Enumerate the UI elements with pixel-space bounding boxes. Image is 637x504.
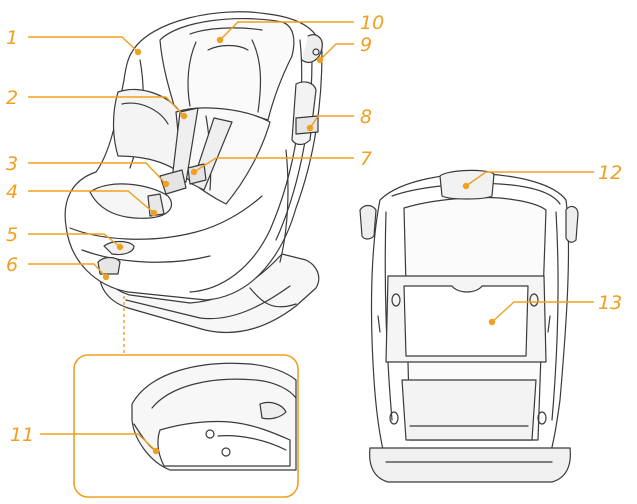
leader-2 (28, 96, 185, 117)
leader-11 (40, 433, 157, 452)
leader-1 (28, 36, 139, 53)
leader-dot-8 (306, 124, 314, 132)
callout-3: 3 (6, 153, 18, 175)
leader-dot-4 (150, 209, 158, 217)
callout-4: 4 (6, 181, 18, 203)
leader-4 (28, 190, 155, 214)
leader-3 (28, 162, 167, 185)
leader-12 (465, 171, 594, 187)
leader-dot-11 (152, 447, 160, 455)
callout-5: 5 (6, 224, 18, 246)
leader-dot-1 (134, 48, 142, 56)
leader-8 (309, 115, 354, 129)
callout-8: 8 (360, 106, 372, 128)
callout-1: 1 (6, 27, 18, 49)
callout-11: 11 (10, 424, 34, 446)
callout-10: 10 (360, 12, 384, 34)
leader-7 (193, 157, 354, 173)
leader-5 (28, 233, 121, 248)
callout-2: 2 (6, 87, 18, 109)
car-seat-back-view (359, 169, 579, 483)
leader-9 (319, 43, 354, 61)
leader-dot-3 (162, 180, 170, 188)
leader-10 (219, 21, 354, 41)
callout-9: 9 (360, 34, 372, 56)
seat-base (98, 253, 320, 334)
leader-dot-2 (180, 112, 188, 120)
callout-13: 13 (598, 292, 622, 314)
leader-6 (28, 263, 107, 278)
callout-12: 12 (598, 162, 622, 184)
callout-leaders (28, 21, 594, 455)
leader-dot-10 (216, 36, 224, 44)
leader-dot-6 (102, 273, 110, 281)
leader-dot-5 (116, 243, 124, 251)
car-seat-front-view (64, 11, 323, 334)
callout-6: 6 (6, 254, 18, 276)
leader-dot-13 (488, 318, 496, 326)
callout-numbers: 1 2 3 4 5 6 7 8 9 10 11 12 13 (6, 12, 622, 446)
leader-dot-12 (462, 182, 470, 190)
leader-13 (491, 301, 594, 323)
leader-dot-7 (190, 168, 198, 176)
leader-dot-9 (316, 56, 324, 64)
callout-7: 7 (360, 148, 372, 170)
